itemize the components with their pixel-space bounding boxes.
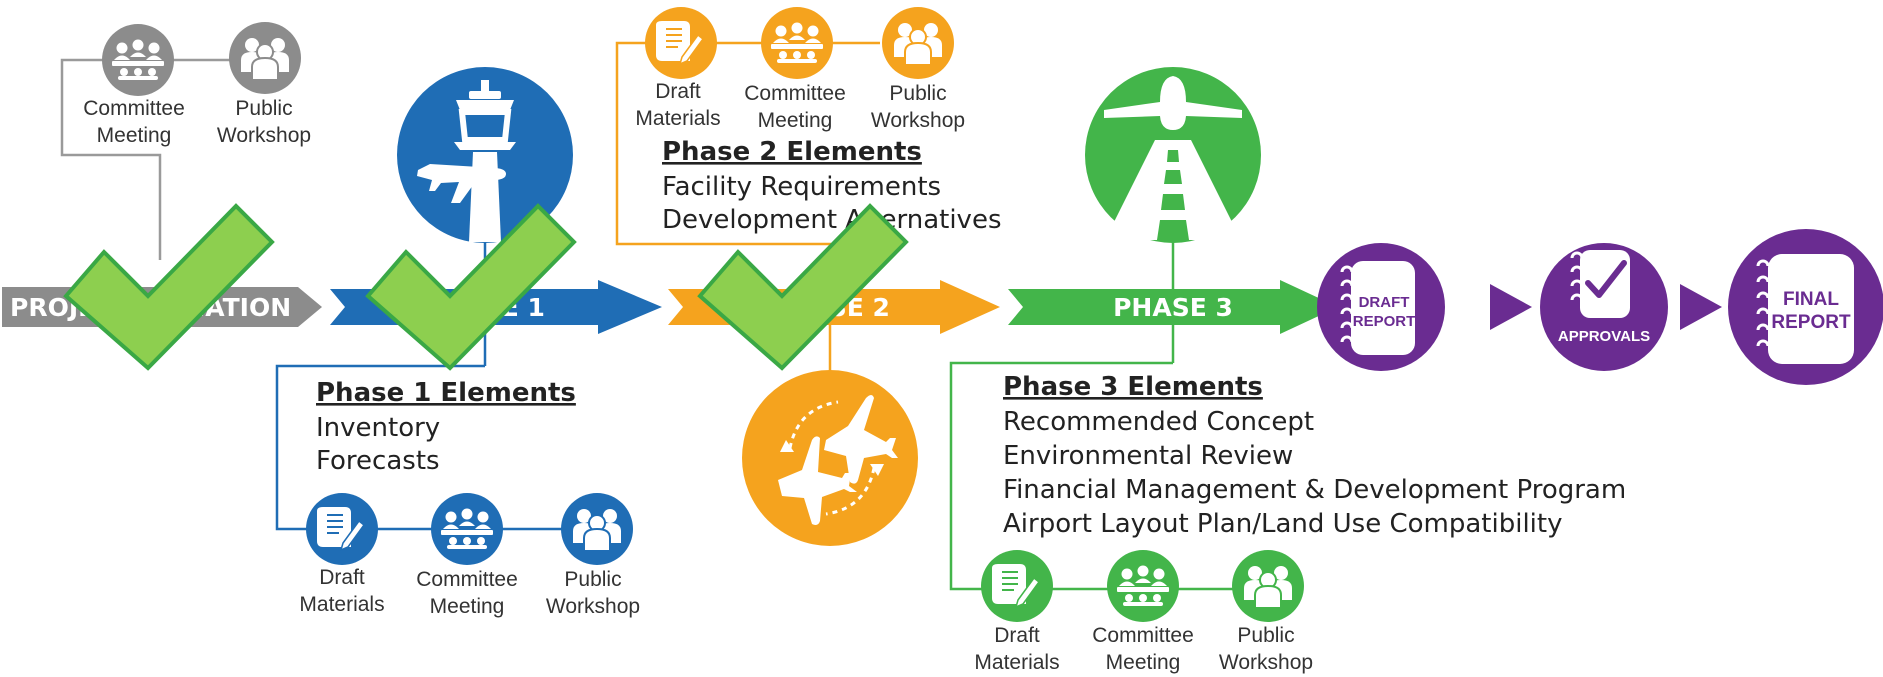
phase3-arrow: PHASE 3 <box>1008 280 1338 334</box>
approvals-stage: APPROVALS <box>1540 243 1668 371</box>
final-report-label-line1: FINAL <box>1783 289 1839 310</box>
report-arrow-2 <box>1680 284 1722 330</box>
phase3-elements: Phase 3 Elements Recommended Concept Env… <box>1003 372 1626 539</box>
draft-report-label-line2: REPORT <box>1353 313 1416 330</box>
phase2-elements-title: Phase 2 Elements <box>662 137 922 167</box>
phase3-label: PHASE 3 <box>1113 293 1233 322</box>
phase3-element-item: Recommended Concept <box>1003 407 1314 437</box>
approvals-label: APPROVALS <box>1558 328 1650 345</box>
draft-report-label-line1: DRAFT <box>1359 294 1410 311</box>
phase1-elements-title: Phase 1 Elements <box>316 378 576 408</box>
phase1-element-item: Forecasts <box>316 446 440 476</box>
report-arrow-1 <box>1490 284 1532 330</box>
phase1-element-item: Inventory <box>316 413 440 443</box>
phase2-element-item: Development Alternatives <box>662 205 1002 235</box>
airplanes-cycle-icon <box>742 370 918 546</box>
label-line1: Committee <box>83 97 185 120</box>
notebook-icon <box>1768 254 1854 364</box>
phase3-element-item: Financial Management & Development Progr… <box>1003 475 1626 505</box>
phase2-elements: Phase 2 Elements Facility Requirements D… <box>662 137 1002 235</box>
draft-report-stage: DRAFT REPORT <box>1317 243 1445 371</box>
checkmark-icon <box>1585 260 1627 298</box>
final-report-stage: FINAL REPORT <box>1728 229 1883 385</box>
phase3-element-item: Airport Layout Plan/Land Use Compatibili… <box>1003 509 1562 539</box>
control-tower-icon <box>397 67 573 243</box>
notebook-icon <box>1351 261 1415 355</box>
phase3-element-item: Environmental Review <box>1003 441 1293 471</box>
airplane-runway-icon <box>1085 67 1261 243</box>
phase3-elements-title: Phase 3 Elements <box>1003 372 1263 402</box>
final-report-label-line2: REPORT <box>1771 312 1851 333</box>
phase2-element-item: Facility Requirements <box>662 172 941 202</box>
phase1-elements: Phase 1 Elements Inventory Forecasts <box>316 378 576 476</box>
